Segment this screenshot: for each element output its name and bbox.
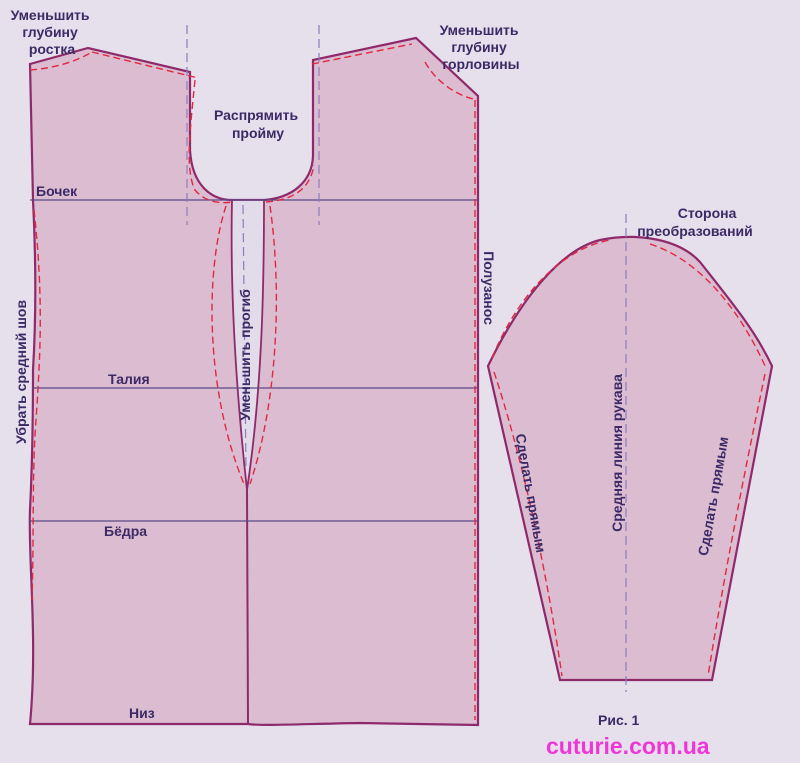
correction-front-neck (424, 61, 479, 101)
correction-sleeve-left (493, 371, 563, 677)
label-reduce-curve: Уменьшить прогиб (237, 289, 253, 421)
center-seam (246, 489, 249, 725)
correction-armhole-right (265, 164, 315, 203)
correction-armhole-left (188, 79, 233, 204)
label-taliya: Талия (108, 371, 150, 387)
front-dart (230, 199, 265, 491)
label-reduce-front-neck: Уменьшить глубину горловины (440, 22, 523, 72)
label-figure: Рис. 1 (598, 712, 640, 728)
label-niz: Низ (129, 705, 155, 721)
guide-dart-center (242, 204, 247, 471)
label-sleeve-midline: Средняя линия рукава (609, 374, 625, 532)
label-reduce-back-neck: Уменьшить глубину ростка (11, 7, 94, 57)
watermark: cuturie.com.ua (546, 733, 710, 759)
correction-sleeve-right (707, 373, 766, 677)
correction-center-seam (31, 209, 41, 601)
label-poluzanos: Полузанос (481, 251, 497, 325)
dress-pattern (28, 25, 480, 727)
correction-dart-right (249, 205, 278, 485)
sleeve-outline (486, 235, 774, 682)
sleeve-pattern (486, 214, 774, 692)
correction-sleeve-cap-right (649, 243, 767, 369)
correction-back-neck (29, 51, 93, 71)
correction-dart-left (211, 205, 245, 485)
correction-shoulder-right (311, 43, 413, 65)
label-remove-center-seam: Убрать средний шов (13, 300, 29, 444)
correction-sleeve-cap (491, 239, 611, 359)
label-bochek: Бочек (36, 183, 78, 199)
labels: Уменьшить глубину ростка Уменьшить глуби… (11, 7, 753, 759)
label-bedra: Бёдра (104, 523, 147, 539)
label-straighten-armhole: Распрямить пройму (214, 107, 302, 141)
correction-shoulder-left (91, 51, 199, 79)
label-transform-side: Сторона преобразований (637, 205, 753, 239)
